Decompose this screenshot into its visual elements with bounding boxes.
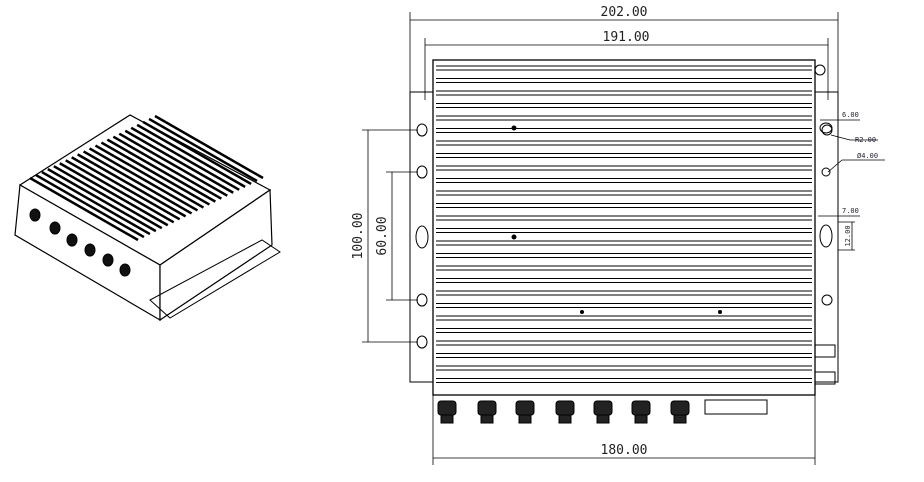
iso-fin bbox=[154, 114, 264, 180]
iso-fin bbox=[106, 138, 217, 203]
antenna-connector-base bbox=[480, 414, 494, 424]
mounting-hole bbox=[821, 294, 833, 306]
iso-fin bbox=[41, 171, 151, 236]
dim-overall-width: 202.00 bbox=[601, 5, 648, 20]
dim-body-width: 191.00 bbox=[603, 30, 650, 45]
antenna-connector bbox=[670, 400, 690, 416]
keyhole-slot bbox=[415, 225, 429, 249]
antenna-connector-base bbox=[673, 414, 687, 424]
iso-fin bbox=[112, 135, 222, 200]
dim-bottom-width: 180.00 bbox=[601, 443, 648, 458]
antenna-connector bbox=[593, 400, 613, 416]
iso-fin bbox=[65, 159, 175, 224]
iso-fin bbox=[59, 162, 169, 227]
antenna-connector bbox=[631, 400, 651, 416]
antenna-connector-base bbox=[440, 414, 454, 424]
iso-fin bbox=[47, 168, 157, 233]
iso-connector bbox=[29, 208, 41, 222]
iso-fin bbox=[148, 117, 258, 183]
dim-slot-radius: R2.00 bbox=[855, 136, 876, 144]
dim-slot-width: 6.00 bbox=[842, 111, 859, 119]
dim-inner-hole-spacing: 60.00 bbox=[375, 216, 390, 255]
dim-keyhole-width: 7.00 bbox=[842, 207, 859, 215]
iso-fin bbox=[71, 156, 181, 221]
dim-keyhole-height: 12.00 bbox=[844, 225, 852, 246]
antenna-connector bbox=[515, 400, 535, 416]
mounting-slot bbox=[819, 122, 833, 134]
dim-outer-hole-spacing: 100.00 bbox=[351, 213, 366, 260]
antenna-connector-base bbox=[596, 414, 610, 424]
iso-connector bbox=[49, 221, 61, 235]
iso-fin bbox=[118, 132, 228, 197]
iso-fin bbox=[53, 165, 163, 230]
antenna-connector bbox=[437, 400, 457, 416]
iso-fin bbox=[82, 150, 193, 215]
antenna-connector-base bbox=[558, 414, 572, 424]
iso-fin bbox=[142, 120, 252, 185]
antenna-connector bbox=[477, 400, 497, 416]
iso-fin bbox=[76, 153, 187, 218]
iso-fin bbox=[29, 176, 139, 242]
iso-connector bbox=[66, 233, 78, 247]
iso-fin bbox=[35, 173, 145, 239]
iso-fin bbox=[136, 123, 246, 188]
iso-connector bbox=[84, 243, 96, 257]
dim-hole-diameter: Ø4.00 bbox=[857, 152, 878, 160]
iso-fin bbox=[124, 129, 234, 194]
iso-connector bbox=[102, 253, 114, 267]
iso-fin bbox=[88, 147, 199, 212]
antenna-connector bbox=[555, 400, 575, 416]
isometric-view bbox=[14, 114, 281, 322]
antenna-connector-base bbox=[518, 414, 532, 424]
dimension-lines bbox=[362, 12, 885, 465]
front-view bbox=[409, 59, 839, 424]
iso-fin bbox=[94, 144, 205, 209]
iso-fin bbox=[100, 141, 211, 206]
iso-fin bbox=[130, 126, 240, 191]
mounting-hole bbox=[821, 167, 831, 177]
keyhole-slot bbox=[819, 224, 833, 248]
antenna-connector-base bbox=[634, 414, 648, 424]
iso-connector bbox=[119, 263, 131, 277]
